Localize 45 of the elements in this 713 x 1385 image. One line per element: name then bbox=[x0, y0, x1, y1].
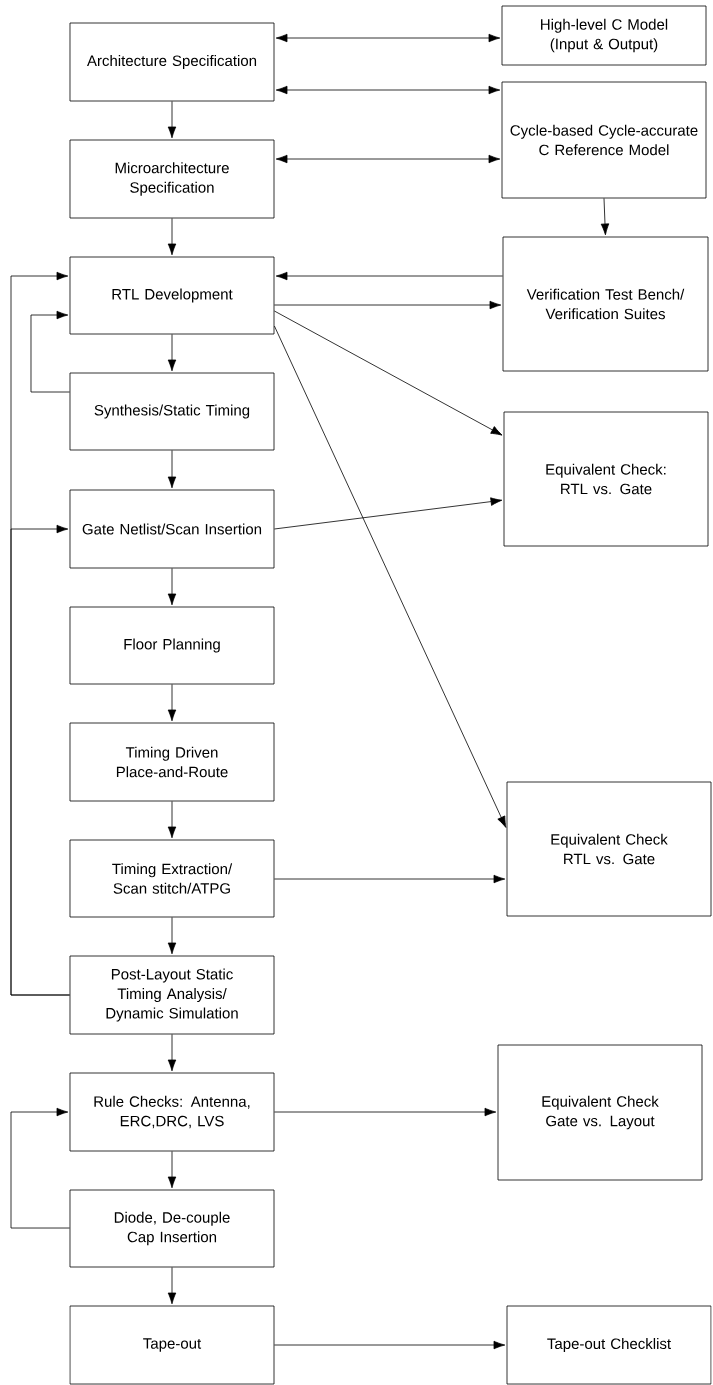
check-box: Equivalent Check Gate vs. Layout bbox=[497, 1044, 703, 1181]
process-box: Microarchitecture Specification bbox=[69, 139, 275, 219]
process-box: Timing Driven Place-and-Route bbox=[69, 722, 275, 802]
arrow bbox=[167, 684, 177, 722]
arrow bbox=[274, 497, 503, 530]
arrow bbox=[167, 801, 177, 839]
model-box: Cycle-based Cycle-accurate C Reference Model bbox=[501, 81, 707, 199]
arrow bbox=[167, 1151, 177, 1189]
arrow bbox=[167, 450, 177, 489]
process-box: Architecture Specification bbox=[69, 22, 275, 102]
process-box: RTL Development bbox=[69, 256, 275, 335]
arrow bbox=[274, 325, 507, 828]
arrow bbox=[167, 1034, 177, 1072]
arrow bbox=[600, 198, 610, 236]
arrow bbox=[274, 310, 503, 436]
arrow bbox=[167, 334, 177, 372]
arrow bbox=[275, 33, 501, 43]
process-box: Tape-out bbox=[69, 1305, 275, 1385]
arrow bbox=[167, 568, 177, 606]
verification-box: Verification Test Bench/ Verification Suites bbox=[502, 236, 709, 372]
arrow bbox=[167, 917, 177, 955]
arrow bbox=[275, 85, 501, 95]
checklist-box: Tape-out Checklist bbox=[506, 1305, 712, 1385]
arrow bbox=[275, 154, 501, 164]
process-box: Post-Layout Static Timing Analysis/ Dynamic Simulation bbox=[69, 955, 275, 1035]
process-box: Floor Planning bbox=[69, 606, 275, 685]
arrow bbox=[274, 300, 502, 310]
arrow bbox=[274, 874, 506, 884]
arrow bbox=[167, 218, 177, 256]
arrow bbox=[274, 1340, 506, 1350]
process-box: Timing Extraction/ Scan stitch/ATPG bbox=[69, 839, 275, 918]
arrow bbox=[167, 101, 177, 139]
arrow bbox=[10, 1107, 70, 1229]
arrow bbox=[167, 1267, 177, 1305]
arrow bbox=[274, 1107, 497, 1117]
arrow bbox=[10, 524, 70, 996]
check-box: Equivalent Check: RTL vs. Gate bbox=[503, 411, 709, 547]
process-box: Diode, De-couple Cap Insertion bbox=[69, 1189, 275, 1268]
arrow bbox=[30, 310, 70, 393]
process-box: Gate Netlist/Scan Insertion bbox=[69, 489, 275, 569]
check-box: Equivalent Check RTL vs. Gate bbox=[506, 781, 712, 917]
process-box: Synthesis/Static Timing bbox=[69, 372, 275, 451]
model-box: High-level C Model (Input & Output) bbox=[501, 5, 707, 66]
arrow bbox=[275, 271, 503, 281]
process-box: Rule Checks: Antenna, ERC,DRC, LVS bbox=[69, 1072, 275, 1152]
